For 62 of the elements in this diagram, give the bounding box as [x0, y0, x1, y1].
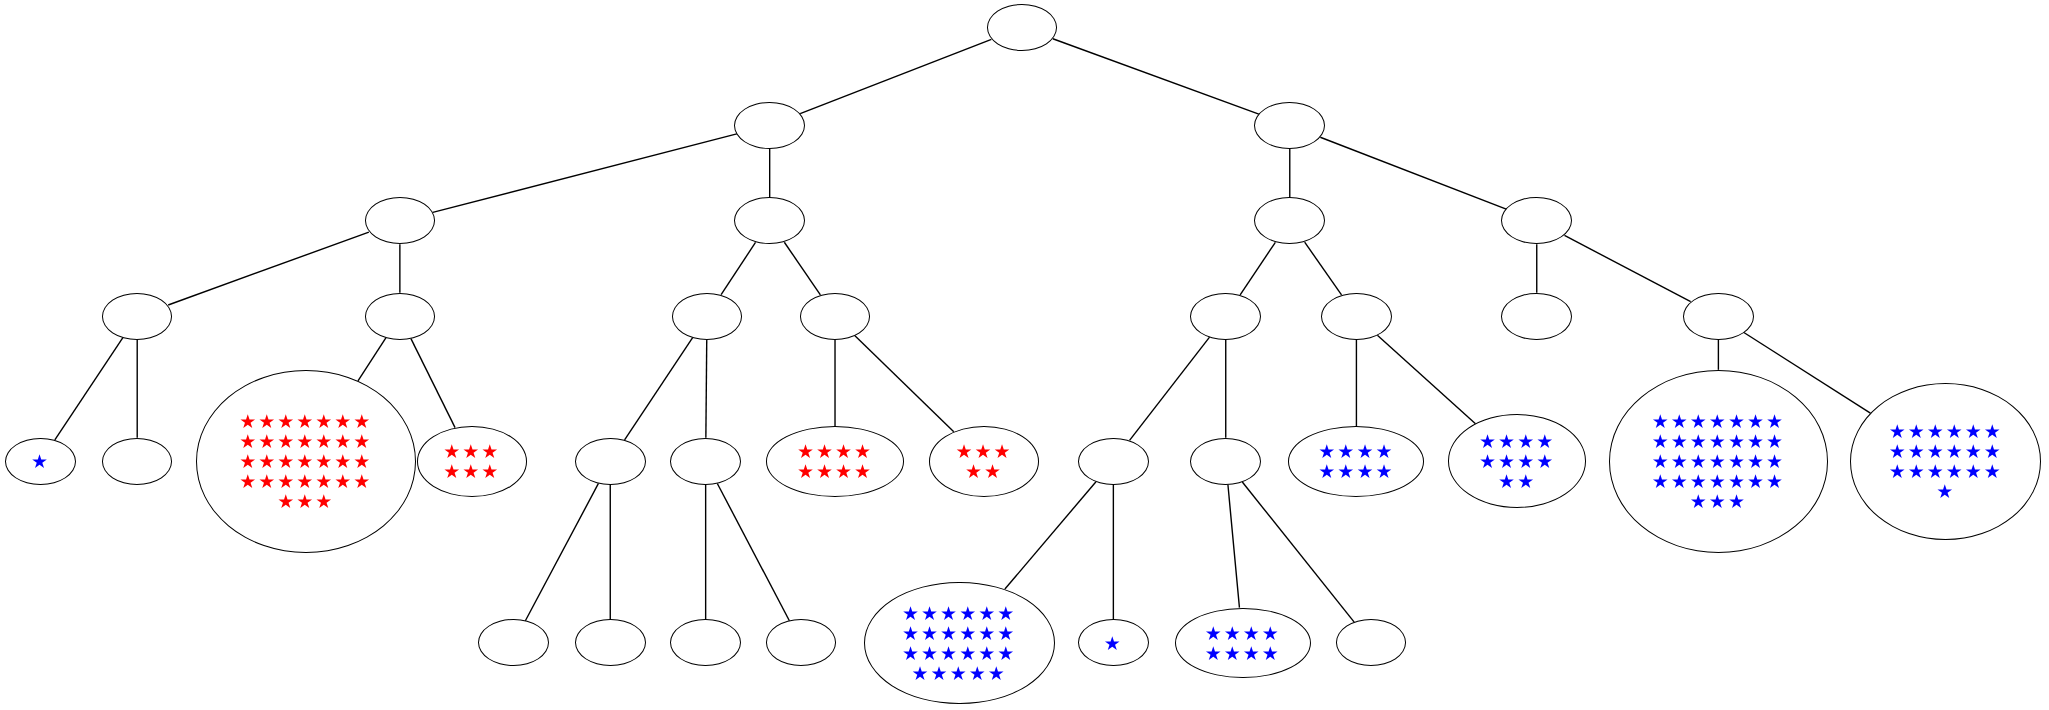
ellipse-node [1335, 619, 1407, 667]
connector-line [1241, 481, 1355, 623]
ellipse-node [1850, 382, 2042, 540]
connector-line [1355, 339, 1358, 427]
connector-line [1128, 336, 1211, 442]
connector-line [768, 148, 771, 198]
ellipse-node [101, 292, 173, 340]
connector-line [854, 334, 955, 433]
connector-line [1319, 136, 1507, 210]
ellipse-node [765, 619, 837, 667]
star-symbols: ★★★ ★★★ [443, 441, 501, 482]
ellipse-node [101, 437, 173, 485]
connector-line [1004, 481, 1097, 590]
ellipse-node [765, 426, 905, 497]
connector-line [432, 133, 738, 214]
star-symbols: ★ [1103, 632, 1123, 653]
ellipse-node [364, 292, 436, 340]
star-symbols: ★★★★★★ ★★★★★★ ★★★★★★ ★ [1888, 421, 2003, 502]
connector-line [716, 482, 791, 622]
ellipse-node [986, 3, 1058, 51]
connector-line [1052, 38, 1260, 115]
star-symbols: ★★★★ ★★★★ ★★ [1479, 431, 1556, 492]
connector-line [1376, 334, 1477, 425]
star-symbols: ★★★★ ★★★★ [796, 441, 874, 482]
connector-line [1743, 331, 1872, 414]
connector-line [705, 339, 708, 439]
connector-line [1536, 243, 1538, 294]
ellipse-node [799, 292, 871, 340]
connector-line [1289, 148, 1291, 198]
connector-line [1227, 484, 1241, 609]
ellipse-node [671, 292, 743, 340]
connector-line [783, 241, 822, 296]
star-symbols: ★★★★★★★ ★★★★★★★ ★★★★★★★ ★★★★★★★ ★★★ [1651, 411, 1785, 512]
connector-line [834, 339, 836, 427]
connector-line [1303, 241, 1343, 296]
connector-line [609, 484, 611, 621]
connector-line [1225, 339, 1227, 439]
connector-line [54, 337, 124, 441]
star-symbols: ★★★★ ★★★★ [1204, 622, 1281, 663]
connector-line [1239, 241, 1277, 296]
connector-line [167, 231, 370, 306]
connector-line [1112, 484, 1115, 621]
star-symbols: ★★★★★★★ ★★★★★★★ ★★★★★★★ ★★★★★★★ ★★★ [239, 411, 373, 512]
connector-line [720, 241, 757, 296]
connector-line [799, 38, 993, 115]
connector-line [524, 482, 600, 622]
ellipse-node [364, 197, 436, 245]
connector-line [136, 339, 138, 439]
ellipse-node [196, 369, 416, 553]
connector-line [623, 337, 694, 441]
ellipse-node [1608, 369, 1829, 553]
star-symbols: ★★★ ★★ [955, 441, 1013, 482]
connector-line [357, 337, 387, 382]
star-symbols: ★★★★★★ ★★★★★★ ★★★★★★ ★★★★★ [902, 602, 1017, 683]
ellipse-node [1447, 414, 1587, 509]
connector-line [704, 484, 707, 621]
connector-line [399, 243, 401, 294]
star-symbols: ★★★★ ★★★★ [1318, 441, 1395, 482]
connector-line [410, 337, 456, 429]
connector-line [1717, 339, 1720, 371]
connector-line [1563, 234, 1692, 303]
star-symbols: ★ [30, 451, 50, 472]
